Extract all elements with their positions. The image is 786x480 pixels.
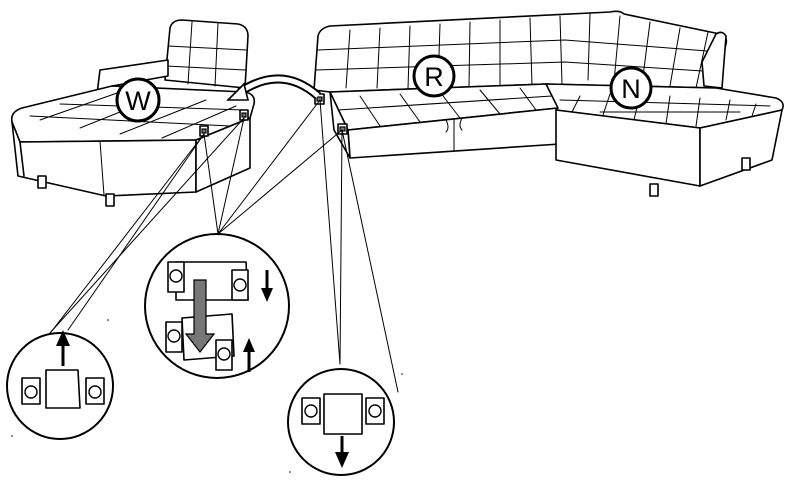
module-w-circle [115, 77, 161, 123]
assembly-arrow [226, 74, 321, 101]
module-n-circle [609, 66, 653, 110]
center-connector-detail [144, 233, 290, 379]
module-r-circle [412, 54, 456, 98]
module-r-label: R [424, 62, 444, 92]
module-w-label: W [125, 86, 151, 116]
sofa-module-r-n: R N [313, 10, 784, 197]
left-connector-detail [6, 330, 114, 440]
sofa-module-w: W [10, 19, 256, 207]
module-n-label: N [621, 74, 641, 104]
right-connector-detail [287, 368, 395, 476]
